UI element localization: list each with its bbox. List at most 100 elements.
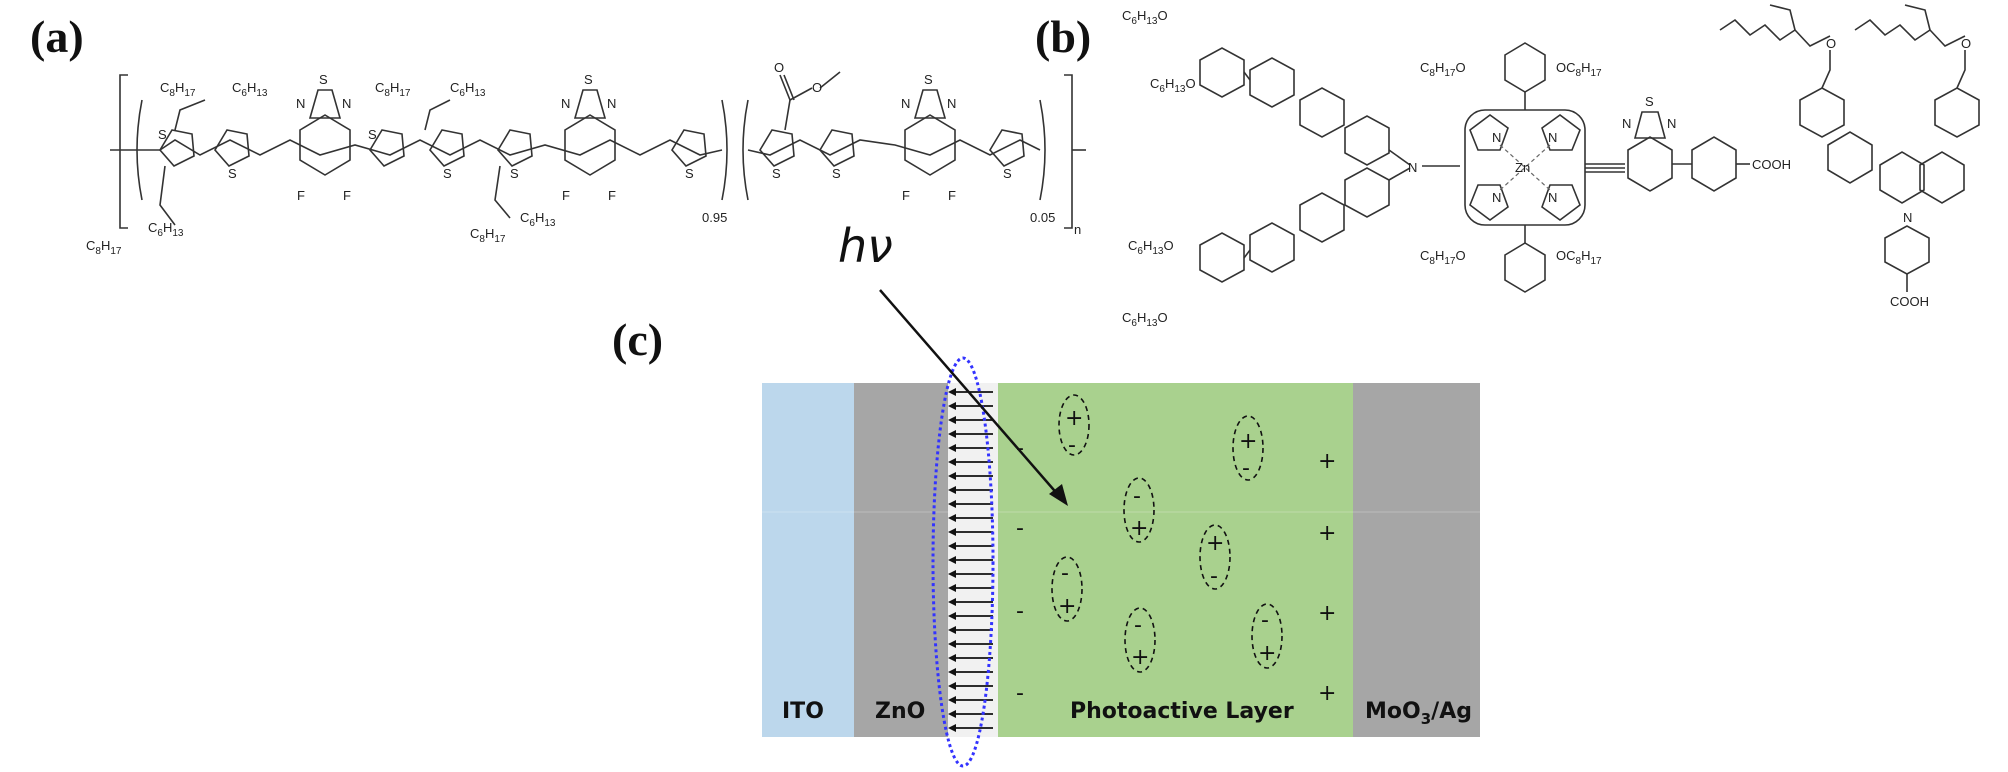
hole-charge: + — [1130, 516, 1148, 541]
phenyl-ring-icon — [1199, 232, 1245, 283]
nitrogen-atom: N — [561, 96, 570, 111]
exciton-pair: - + — [1124, 607, 1156, 673]
dipole-arrowhead-icon — [948, 696, 956, 704]
hole-charge: + — [1206, 531, 1224, 556]
thiophene-ring-icon — [369, 129, 405, 167]
ethylhexyl-chain-icon — [1719, 18, 1831, 47]
dipole-arrowhead-icon — [948, 402, 956, 410]
electron-charge: - — [1016, 436, 1024, 461]
aromatic-ring-icon — [1249, 57, 1295, 108]
pyrrole-ring-icon — [1469, 184, 1509, 221]
photon-arrow — [879, 289, 1068, 506]
fluorine-atom: F — [902, 188, 910, 203]
phenyl-ring-icon — [1199, 47, 1245, 98]
coordination-bond — [1499, 144, 1551, 191]
hole-charge: + — [1258, 641, 1276, 666]
polymer-side-chains: C8H17 C6H13 C6H13 C8H17 C8H17 C6H13 C6H1… — [86, 80, 556, 257]
exciton-pair: - + — [1051, 556, 1083, 622]
dipole-arrowhead-icon — [948, 542, 956, 550]
bracket-right-icon — [1064, 74, 1073, 229]
exciton-ellipse-icon — [1124, 607, 1156, 673]
hole-charge: + — [1318, 601, 1336, 626]
side-chain-label: C8H17 — [86, 238, 122, 257]
dipole-arrowhead-icon — [948, 724, 956, 732]
dipole-arrowhead-icon — [948, 486, 956, 494]
arrowhead-icon — [1049, 484, 1068, 506]
dipole-arrowhead-icon — [948, 528, 956, 536]
exciton-pair: + - — [1232, 415, 1264, 481]
zno-label: ZnO — [875, 699, 925, 724]
nitrogen-atom: N — [1492, 190, 1501, 205]
moo3-ag-electrode — [1353, 383, 1480, 737]
ester-bond — [784, 99, 791, 131]
pyrrole-ring-icon — [1469, 114, 1509, 151]
side-chain-bond — [159, 165, 176, 226]
panel-b-label: (b) — [1035, 11, 1091, 62]
dipole-arrowhead-icon — [948, 430, 956, 438]
alkoxy-label: OC8H17 — [1556, 248, 1602, 267]
donor-alkoxy-labels: C6H13O C6H13O C6H13O C6H13O — [1122, 8, 1196, 329]
side-chain-label: C8H17 — [375, 80, 411, 99]
fluorine-atom: F — [297, 188, 305, 203]
alkoxy-label: C6H13O — [1150, 76, 1196, 95]
panel-c: (c) + - + - - + — [612, 219, 1480, 768]
ester-bond — [779, 74, 791, 101]
benzene-ring-icon — [904, 114, 956, 176]
nitrogen-atom: N — [1548, 130, 1557, 145]
sulfur-atom: S — [584, 72, 593, 87]
ethylhexyl-chain-icon — [1769, 4, 1796, 31]
exciton-ellipse-icon — [1199, 524, 1231, 590]
fluorine-atom: F — [948, 188, 956, 203]
fluorene-arm-top — [1199, 47, 1411, 166]
phenyl-ring-icon — [1799, 87, 1845, 138]
backbone-block-1 — [128, 139, 723, 156]
benzothiadiazole-unit-3: S N N F F — [901, 72, 956, 203]
sulfur-atom: S — [832, 166, 841, 181]
phenyl-ring-icon — [1691, 136, 1737, 192]
nitrogen-atom: N — [1667, 116, 1676, 131]
acceptor-anchor: S N N COOH — [1585, 94, 1791, 192]
amine-bond — [1388, 167, 1411, 181]
thiophene-ring-icon — [159, 129, 195, 167]
dipole-arrowhead-icon — [948, 584, 956, 592]
alkoxy-label: C6H13O — [1128, 238, 1174, 257]
dipole-arrowhead-icon — [948, 654, 956, 662]
sulfur-atom: S — [510, 166, 519, 181]
dipole-arrowhead-icon — [948, 458, 956, 466]
sulfur-atom: S — [319, 72, 328, 87]
photon-label: hν — [838, 219, 893, 273]
dipole-arrowhead-icon — [948, 444, 956, 452]
panel-c-label: (c) — [612, 314, 663, 365]
fluorine-atom: F — [343, 188, 351, 203]
aromatic-ring-icon — [1299, 87, 1345, 138]
thiophene-rings — [159, 129, 1025, 167]
benzene-ring-icon — [299, 114, 351, 176]
dipole-arrowhead-icon — [948, 388, 956, 396]
oxygen-atom: O — [812, 80, 822, 95]
thiophene-ring-icon — [429, 129, 465, 167]
sulfur-atom: S — [368, 127, 377, 142]
phenyl-ring-icon — [1504, 42, 1546, 93]
dipole-arrowhead-icon — [948, 668, 956, 676]
sulfur-atom: S — [158, 127, 167, 142]
exciton-ellipse-icon — [1058, 394, 1090, 456]
ring-bond — [1243, 249, 1251, 259]
dipole-arrowhead-icon — [948, 472, 956, 480]
fluorine-atom: F — [562, 188, 570, 203]
paren-right-2-icon — [1039, 99, 1046, 201]
electron-charge: - — [1016, 599, 1024, 624]
photon-arrow-line — [879, 289, 1061, 498]
ito-label: ITO — [782, 699, 824, 724]
thiophene-ring-icon — [759, 129, 795, 167]
panel-a: (a) S S S S S S — [30, 11, 1086, 257]
dipole-arrowhead-icon — [948, 416, 956, 424]
side-chain-bond — [424, 99, 451, 131]
thiadiazole-ring-icon — [1633, 111, 1667, 139]
side-chain-bond — [494, 165, 511, 219]
nitrogen-atom: N — [1548, 190, 1557, 205]
thiophene-ring-icon — [819, 129, 855, 167]
separated-electrons: - - - - — [1016, 436, 1024, 706]
side-chain-bond — [174, 99, 206, 131]
amine-bond — [1388, 149, 1411, 166]
benzothiadiazole-ring-icon — [1627, 136, 1673, 192]
